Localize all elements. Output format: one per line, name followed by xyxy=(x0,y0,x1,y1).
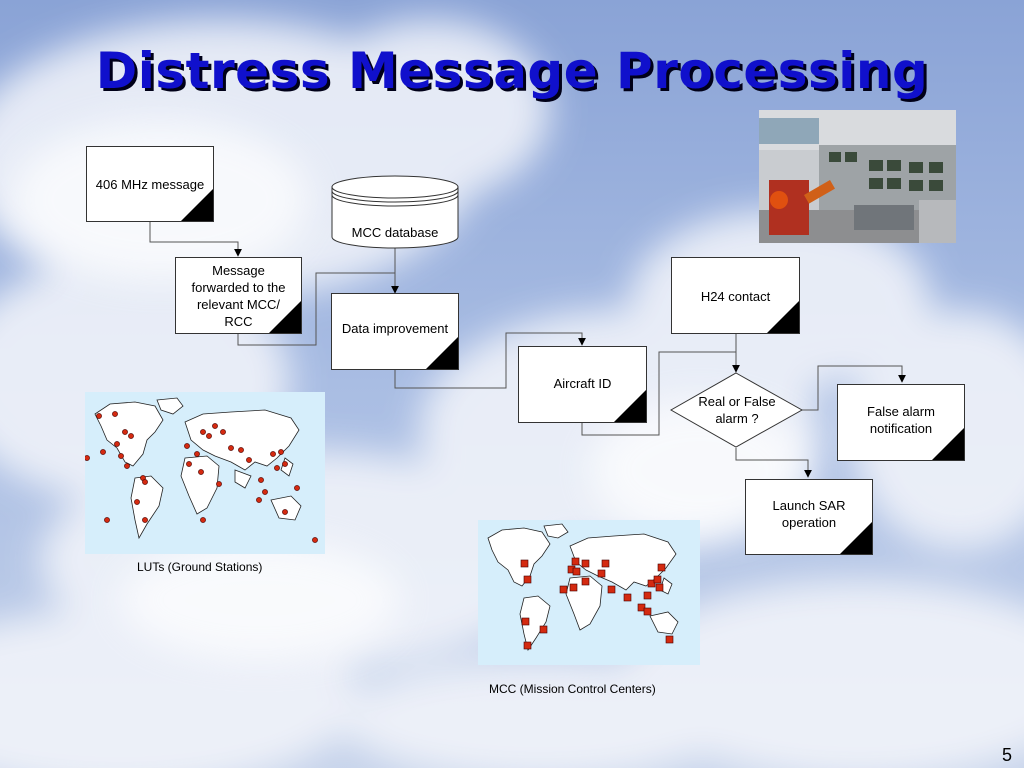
node-false-alarm: False alarm notification xyxy=(837,384,965,461)
node-false-alarm-label: False alarm notification xyxy=(867,403,935,436)
folded-corner-icon xyxy=(840,522,872,554)
control-room-photo xyxy=(759,110,956,243)
node-406-message: 406 MHz message xyxy=(86,146,214,222)
node-data-improvement-label: Data improvement xyxy=(341,321,449,336)
node-decision: Real or False alarm ? xyxy=(670,372,803,448)
link-forwarded-to-improvement xyxy=(237,272,395,346)
node-launch-sar: Launch SAR operation xyxy=(745,479,873,555)
link-decision-to-false xyxy=(802,365,906,411)
page-number: 5 xyxy=(1001,745,1012,765)
link-aircraft-to-decision xyxy=(581,351,736,436)
node-aircraft-id-label: Aircraft ID xyxy=(553,376,612,391)
link-406-to-forwarded xyxy=(149,222,242,257)
lut-station-markers xyxy=(85,411,318,543)
link-improvement-to-aircraft xyxy=(394,332,586,389)
node-mcc-database-label: MCC database xyxy=(351,225,439,240)
folded-corner-icon xyxy=(269,301,301,333)
luts-caption: LUTs (Ground Stations) xyxy=(137,560,263,574)
node-aircraft-id: Aircraft ID xyxy=(518,346,647,423)
page-title: Distress Message Processing xyxy=(95,42,929,100)
node-h24-contact: H24 contact xyxy=(671,257,800,334)
node-launch-sar-label: Launch SAR operation xyxy=(772,498,846,530)
mcc-center-markers xyxy=(520,557,674,650)
node-message-forwarded-label: Message forwarded to the relevant MCC/ R… xyxy=(191,262,286,329)
node-message-forwarded: Message forwarded to the relevant MCC/ R… xyxy=(175,257,302,334)
link-decision-to-sar xyxy=(735,448,812,478)
folded-corner-icon xyxy=(767,301,799,333)
folded-corner-icon xyxy=(181,189,213,221)
node-data-improvement: Data improvement xyxy=(331,293,459,370)
node-decision-label: Real or False alarm ? xyxy=(698,394,776,426)
mcc-world-map xyxy=(478,520,700,665)
folded-corner-icon xyxy=(614,390,646,422)
node-h24-contact-label: H24 contact xyxy=(700,289,771,304)
folded-corner-icon xyxy=(932,428,964,460)
luts-world-map xyxy=(85,392,325,554)
database-cylinder-icon xyxy=(331,175,459,249)
folded-corner-icon xyxy=(426,337,458,369)
node-406-message-label: 406 MHz message xyxy=(95,176,205,192)
node-mcc-database: MCC database xyxy=(331,175,459,249)
mcc-caption: MCC (Mission Control Centers) xyxy=(489,682,656,696)
decision-diamond-icon xyxy=(670,372,803,448)
